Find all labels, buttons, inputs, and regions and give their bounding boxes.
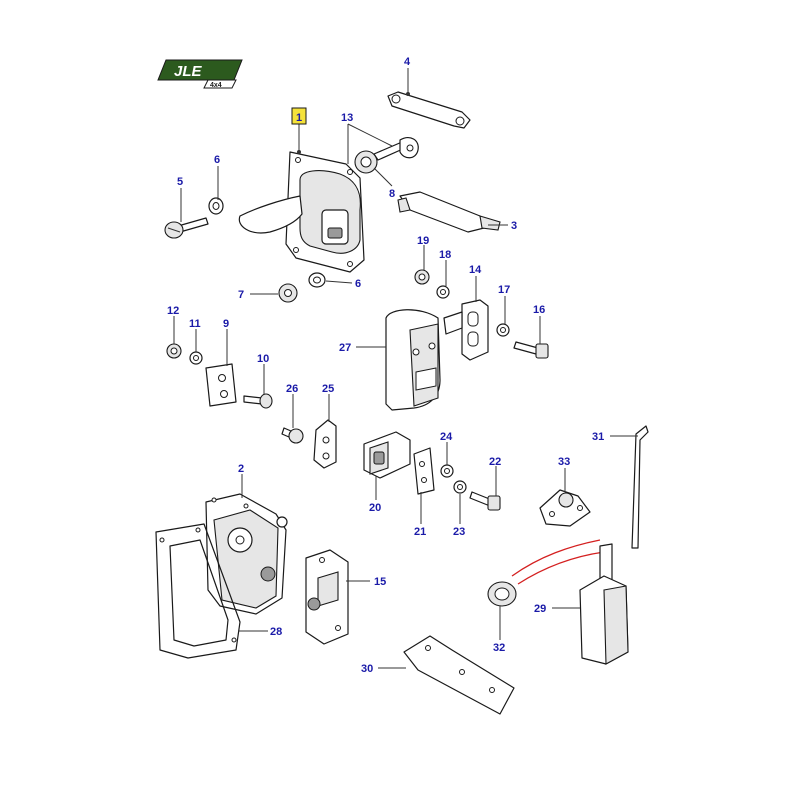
part-7-nut: [278, 283, 298, 303]
part-6-washer: [208, 197, 224, 215]
part-16-bolt: [513, 341, 549, 359]
logo-subtext: 4x4: [210, 82, 222, 89]
part-17-washer: [496, 323, 510, 337]
part-31-rod: [631, 425, 649, 549]
callout-1: 1: [296, 112, 302, 124]
part-26-screw: [281, 427, 304, 444]
callout-18: 18: [439, 249, 451, 261]
part-15-striker: [305, 549, 349, 645]
callout-28: 28: [270, 626, 282, 638]
callout-22: 22: [489, 456, 501, 468]
callout-6b: 6: [355, 278, 361, 290]
part-10-screw: [243, 393, 273, 409]
callout-3: 3: [511, 220, 517, 232]
callout-12: 12: [167, 305, 179, 317]
callout-13: 13: [341, 112, 353, 124]
part-5-screw: [164, 217, 209, 239]
wire-cable: [511, 539, 605, 585]
callout-30: 30: [361, 663, 373, 675]
part-33-pivot: [539, 489, 591, 527]
callout-31: 31: [592, 431, 604, 443]
callout-leaders: [173, 68, 638, 669]
callout-5: 5: [177, 176, 183, 188]
part-14-bracket: [443, 299, 489, 361]
callout-1-highlight: [291, 107, 307, 125]
callout-23: 23: [453, 526, 465, 538]
part-4-link-bar: [387, 91, 471, 129]
part-30-bracket: [403, 635, 515, 715]
jle-logo: JLE 4x4: [157, 59, 243, 89]
logo-text: JLE: [174, 63, 203, 80]
callout-26: 26: [286, 383, 298, 395]
callout-15: 15: [374, 576, 386, 588]
part-25-bracket: [313, 419, 337, 469]
callout-9: 9: [223, 318, 229, 330]
part-12-nut: [166, 343, 182, 359]
callout-6a: 6: [214, 154, 220, 166]
callout-32: 32: [493, 642, 505, 654]
callout-25: 25: [322, 383, 334, 395]
callout-29: 29: [534, 603, 546, 615]
part-18-washer: [436, 285, 450, 299]
callout-4: 4: [404, 56, 411, 68]
part-24-washer: [440, 464, 454, 478]
callout-14: 14: [469, 264, 482, 276]
part-1-handle-assembly: [238, 151, 365, 273]
callout-21: 21: [414, 526, 426, 538]
callout-8: 8: [389, 188, 395, 200]
callout-11: 11: [189, 318, 201, 330]
part-19-nut: [414, 269, 430, 285]
callout-33: 33: [558, 456, 570, 468]
callout-19: 19: [417, 235, 429, 247]
callout-17: 17: [498, 284, 510, 296]
part-8-nut: [354, 150, 378, 174]
part-32-grommet: [487, 581, 517, 607]
part-28-gasket: [155, 523, 241, 659]
callout-7: 7: [238, 289, 244, 301]
part-11-washer: [189, 351, 203, 365]
callout-27: 27: [339, 342, 351, 354]
part-22-bolt: [469, 491, 501, 511]
callout-24: 24: [440, 431, 453, 443]
part-6b-washer: [308, 272, 326, 288]
part-13-key: [373, 137, 419, 161]
callout-2: 2: [238, 463, 244, 475]
part-3-rod: [397, 191, 501, 233]
part-2-latch: [205, 493, 288, 615]
part-27-lock-block: [385, 309, 441, 411]
callout-20: 20: [369, 502, 381, 514]
callouts: 1 4 13 8 5 6 3 7 6 19 18 14 17 16 27 12 …: [167, 56, 604, 675]
part-21-plate: [413, 447, 435, 495]
part-20-catch: [363, 431, 411, 479]
part-9-plate: [205, 363, 237, 407]
callout-10: 10: [257, 353, 269, 365]
part-29-actuator: [579, 543, 629, 665]
callout-16: 16: [533, 304, 545, 316]
part-23-washer: [453, 480, 467, 494]
